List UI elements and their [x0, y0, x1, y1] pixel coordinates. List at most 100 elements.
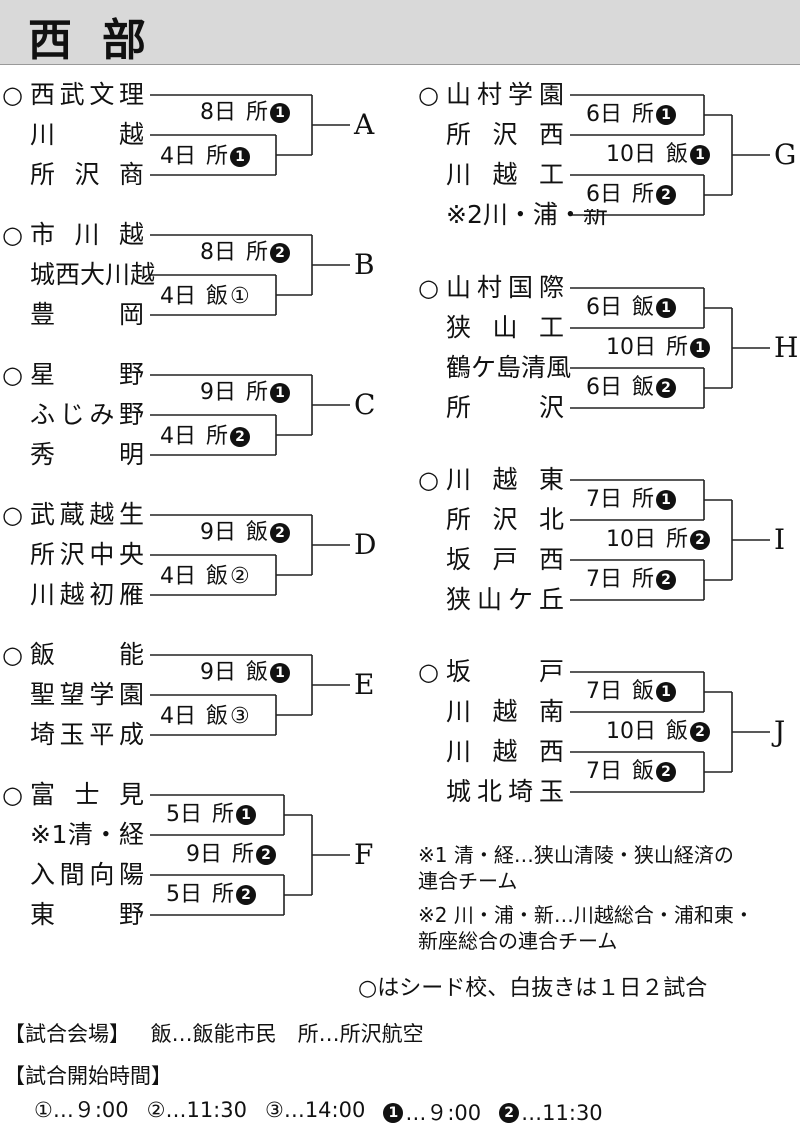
team-entry: 川越工	[418, 160, 564, 190]
match-venue: 飯	[246, 520, 269, 545]
match-day: 4日	[160, 564, 196, 589]
match-venue: 所	[632, 182, 655, 207]
match-day: 9日	[200, 660, 236, 685]
match-venue: 所	[632, 567, 655, 592]
start-time-item: ①…９:00	[34, 1096, 129, 1124]
note-2-line-1: ※2 川・浦・新…川越総合・浦和東・	[418, 903, 754, 927]
match-venue: 飯	[206, 284, 229, 309]
team-entry: ○市川越	[2, 220, 144, 250]
team-entry: ふじみ野	[2, 400, 144, 430]
filled-circle-number: 1	[690, 145, 711, 165]
team-name: 秀明	[30, 440, 144, 469]
seed-mark	[2, 540, 30, 570]
match-venue: 飯	[246, 660, 269, 685]
start-time-item: ②…11:30	[147, 1096, 247, 1124]
team-entry: 川越南	[418, 697, 564, 727]
team-entry: ○星野	[2, 360, 144, 390]
match-day: 4日	[160, 144, 196, 169]
filled-circle-number: 2	[270, 523, 291, 543]
filled-circle-number: 2	[270, 243, 291, 263]
team-name: 川越東	[446, 465, 564, 494]
seed-mark: ○	[2, 641, 23, 669]
match-venue: 飯	[206, 704, 229, 729]
team-name: 狭山工	[446, 313, 564, 342]
match-venue: 所	[632, 487, 655, 512]
team-name: ふじみ野	[30, 400, 144, 429]
team-name: 聖望学園	[30, 680, 144, 709]
team-name: 西武文理	[30, 80, 144, 109]
team-entry: 川越西	[418, 737, 564, 767]
block-letter: G	[774, 138, 797, 171]
seed-mark	[418, 160, 446, 190]
team-entry: ○武蔵越生	[2, 500, 144, 530]
team-entry: 鶴ケ島清風	[418, 353, 571, 383]
seed-mark	[418, 585, 446, 615]
team-entry: 秀明	[2, 440, 144, 470]
match-venue: 所	[206, 144, 229, 169]
match-day: 10日	[606, 335, 656, 360]
start-time-item: ③…14:00	[265, 1096, 365, 1124]
match-day: 4日	[160, 284, 196, 309]
match-day: 7日	[586, 679, 622, 704]
seed-mark	[418, 777, 446, 807]
team-entry: 城北埼玉	[418, 777, 564, 807]
filled-circle-number: 1	[236, 805, 257, 825]
team-name: 所沢中央	[30, 540, 144, 569]
match-venue: 所	[246, 240, 269, 265]
match-day: 9日	[200, 380, 236, 405]
block-letter: A	[354, 108, 375, 141]
start-time-item: 1…９:00	[383, 1099, 481, 1127]
team-entry: 埼玉平成	[2, 720, 144, 750]
team-name: 武蔵越生	[30, 500, 144, 529]
match-day: 6日	[586, 375, 622, 400]
filled-circle-number: 2	[656, 570, 677, 590]
team-entry: 東野	[2, 900, 144, 930]
match-day: 5日	[166, 882, 202, 907]
start-time-value: …11:30	[165, 1098, 247, 1122]
team-entry: 城西大川越	[2, 260, 155, 290]
filled-circle-number: 2	[690, 722, 711, 742]
page-title: 西部	[28, 15, 176, 66]
team-name: 所沢西	[446, 120, 564, 149]
time-label: 【試合開始時間】	[4, 1064, 172, 1088]
open-circle-number: ②	[146, 1098, 166, 1122]
team-name: 鶴ケ島清風	[446, 353, 572, 382]
seed-mark	[2, 440, 30, 470]
open-circle-number: ①	[34, 1098, 53, 1122]
team-name: 山村学園	[446, 80, 564, 109]
filled-circle-number: 1	[656, 682, 677, 702]
start-time-item: 2…11:30	[499, 1099, 603, 1127]
team-name: 川越初雁	[30, 580, 144, 609]
block-letter: J	[774, 715, 786, 748]
team-name: 豊岡	[30, 300, 144, 329]
seed-mark: ○	[2, 221, 23, 249]
team-entry: 豊岡	[2, 300, 144, 330]
block-letter: C	[354, 388, 376, 421]
team-entry: ○川越東	[418, 465, 564, 495]
match-day: 5日	[166, 802, 202, 827]
match-day: 7日	[586, 567, 622, 592]
seed-mark	[2, 120, 30, 150]
seed-mark	[418, 313, 446, 343]
note-1-line-1: ※1 清・経…狭山清陵・狭山経済の	[418, 843, 734, 867]
open-circle-number: ②	[230, 564, 250, 589]
seed-mark	[418, 353, 446, 383]
match-venue: 飯	[666, 142, 689, 167]
filled-circle-number: 2	[499, 1103, 520, 1123]
match-day: 6日	[586, 182, 622, 207]
open-circle-number: ③	[230, 704, 250, 729]
match-day: 9日	[200, 520, 236, 545]
team-name: 城西大川越	[30, 260, 156, 289]
